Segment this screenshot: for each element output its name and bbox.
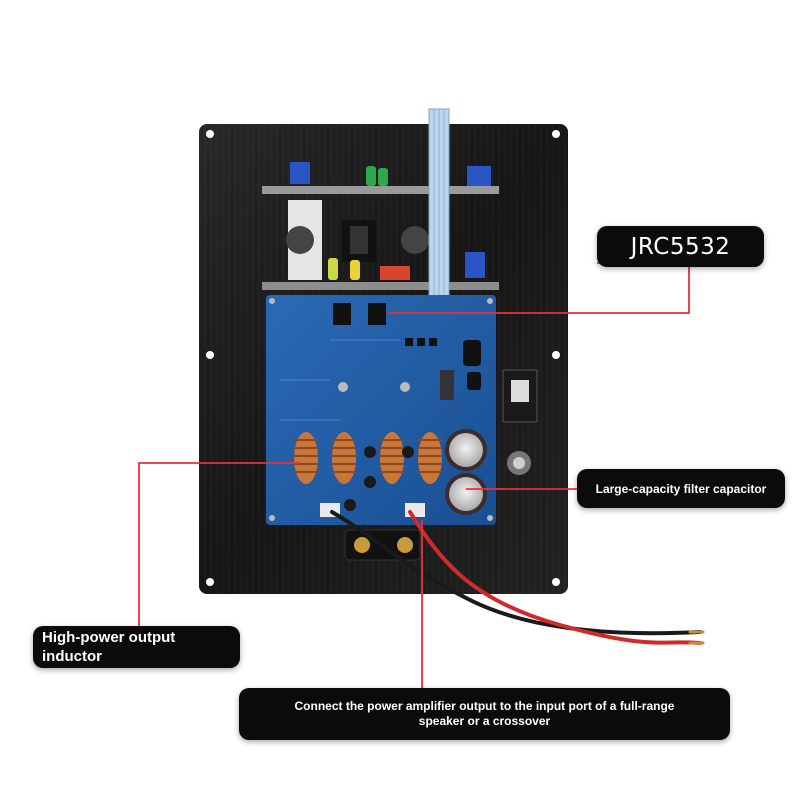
opamp-chip: [333, 303, 351, 325]
main-pcb: [266, 295, 496, 525]
filter-capacitors: [445, 429, 487, 515]
control-board: [262, 108, 499, 310]
output-inductor-label-line1: High-power output: [42, 629, 176, 646]
callout-leaders: [138, 262, 690, 688]
power-connector: [502, 369, 538, 475]
filter-capacitor-callout: Large-capacity filter capacitor: [577, 469, 785, 508]
output-inductor-label-line2: inductor: [42, 648, 102, 665]
jrc5532-callout: JRC5532: [597, 226, 764, 267]
mounting-holes: [206, 130, 560, 586]
jrc5532-label: JRC5532: [630, 233, 731, 260]
opamp-chip: [368, 303, 386, 325]
amplifier-output-label-line1: Connect the power amplifier output to th…: [294, 699, 675, 713]
output-inductor-callout: High-power output inductor: [33, 626, 240, 668]
amplifier-output-label-line2: speaker or a crossover: [418, 714, 551, 728]
amplifier-output-callout: Connect the power amplifier output to th…: [239, 688, 730, 740]
speaker-wires: [330, 510, 705, 645]
output-inductors: [294, 432, 442, 484]
filter-capacitor-label: Large-capacity filter capacitor: [595, 481, 767, 496]
